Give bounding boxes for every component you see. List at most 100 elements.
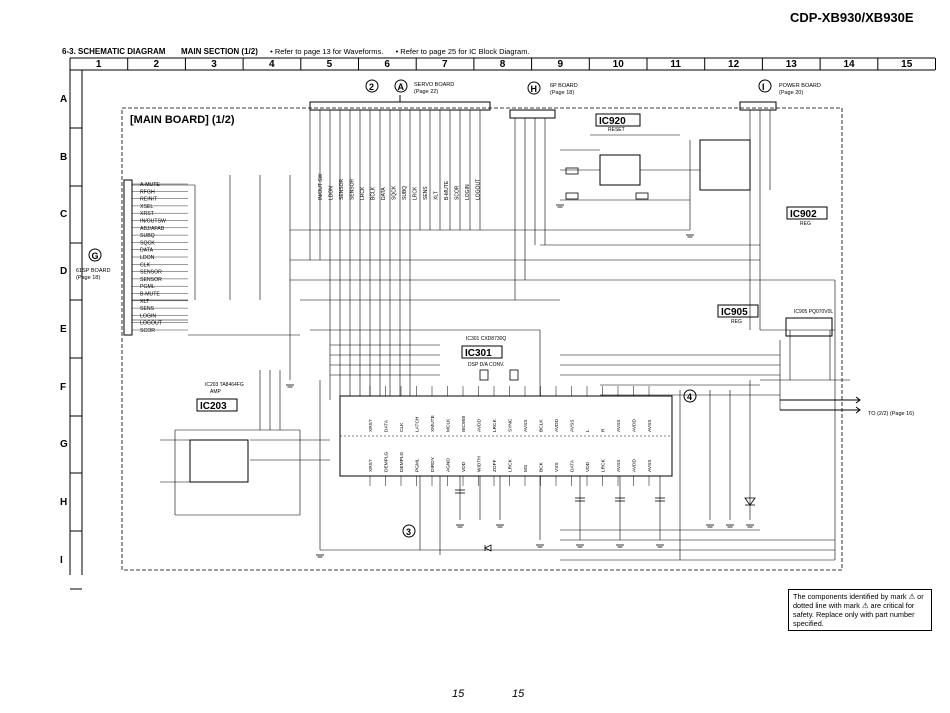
model-title: CDP-XB930/XB930E [790, 10, 914, 25]
ic920-sub: RESET [608, 127, 625, 133]
ic301-body [339, 395, 673, 477]
marker-4-label: 4 [687, 392, 692, 402]
cn-left-signal: B-MUTE [140, 292, 160, 298]
grid-row-label: H [60, 497, 67, 508]
page-number-right: 15 [512, 688, 525, 700]
board-title: [MAIN BOARD] (1/2) [130, 114, 235, 126]
cn-top-signal: DATA [381, 187, 387, 200]
ic301-top-pin: AVSS [570, 420, 576, 432]
marker-2-icon [365, 79, 379, 93]
cn-top-signal: IN/OUT SW [318, 173, 324, 200]
ic301-top-pin: R [601, 428, 607, 432]
ic301-top-pin: LRCK [492, 418, 498, 432]
ic301-bottom-pin: BCK [539, 461, 545, 472]
cn-top-signal: LDON [329, 186, 335, 200]
ic301-bottom-pin: LRCK [601, 458, 607, 472]
ic905-body [785, 317, 833, 337]
ic301-top-pin: SYNC [508, 418, 514, 432]
ic301-bottom-pin: DEMPLG [384, 451, 390, 472]
safety-notice: The components identified by mark ⚠ or d… [788, 589, 932, 631]
ic301-bottom-pin: ZOFF [492, 459, 498, 472]
ic920-label: IC920 [599, 116, 626, 127]
connector-a-icon [394, 79, 408, 93]
cn-top-signal: SUBQ [402, 186, 408, 200]
cn-top-signal: LRCK [413, 186, 419, 200]
connector-h-icon [527, 81, 541, 95]
wiring [132, 110, 850, 561]
cn-top-signal: SENSOR [350, 178, 356, 200]
cn-left-signal: IN/OUTSW [140, 219, 166, 225]
cn-left-signal: CLK [140, 262, 151, 268]
61sp-board-page: (Page 18) [76, 275, 100, 281]
grid-row-label: C [60, 209, 67, 220]
ic301-bottom-pin: XRST [368, 459, 374, 472]
ic203-sub: AMP [210, 389, 222, 395]
ic301-bottom-pin: DEMPLG [399, 451, 405, 472]
cn-left-signal: SCOR [140, 328, 155, 334]
ic301-top-pin: IEC958 [461, 416, 467, 432]
cn-left-signal: LOGOUT [140, 321, 163, 327]
servo-board-page: (Page 22) [414, 89, 438, 95]
ic905-part: IC905 PQ070V0L [794, 309, 833, 315]
grid-col-label: 7 [442, 59, 448, 70]
grid-col-label: 4 [269, 59, 275, 70]
waveform-note: • Refer to page 13 for Waveforms. [270, 47, 384, 56]
61sp-board-name: 61SP BOARD [76, 268, 110, 274]
cn-top-signal: LOGIN [465, 184, 471, 200]
servo-board-name: SERVO BOARD [414, 82, 454, 88]
ic301-top-pin: BCLK [539, 419, 545, 432]
cn-left-signal: REINIT [140, 197, 158, 203]
connector-g-icon [88, 248, 102, 262]
grid-row-label: E [60, 324, 67, 335]
cn-left-signal: XLT [140, 299, 150, 305]
cn-left-signal: LDON [140, 255, 155, 261]
ic203-part: IC203 TA8464FG [205, 382, 244, 388]
ic902-sub: REG [800, 221, 811, 227]
grid-col-label: 3 [211, 59, 217, 70]
components [455, 167, 756, 552]
grid-col-label: 13 [786, 59, 798, 70]
cn-left-signal: DATA [140, 248, 154, 254]
ic301-top-pin: AVSS [523, 420, 529, 432]
frame [69, 57, 935, 575]
ic301-top-pin: AVDD [477, 418, 483, 432]
ic905-label: IC905 [721, 307, 748, 318]
cn-top-signal: LOGOUT [476, 179, 482, 200]
cn-left-signal: SENSOR [140, 277, 162, 283]
ic301-part: IC301 CXD8730Q [466, 336, 506, 342]
cn-top-signal: SQCK [392, 185, 398, 200]
marker-2-label: 2 [369, 82, 374, 92]
ic301-bottom-pin: WIDTH [477, 456, 483, 472]
cn-top-signal: LRCK [360, 186, 366, 200]
grid-row-label: B [60, 152, 67, 163]
grid-col-label: 14 [843, 59, 855, 70]
connector-i-letter: I [762, 82, 765, 92]
ic301-top-pin: XMUTE [430, 415, 436, 432]
ic301-top-pin: AVSS [616, 420, 622, 432]
output-arrows [780, 396, 861, 414]
ic301-bottom-pin: DIRDY [430, 456, 436, 472]
power-board-name: POWER BOARD [779, 83, 821, 89]
ic301-bottom-pin: MS [523, 465, 529, 472]
section-header: 6-3. SCHEMATIC DIAGRAM MAIN SECTION (1/2… [62, 47, 530, 56]
marker-3-icon [402, 524, 416, 538]
grid-row-label: F [60, 382, 66, 393]
subsection-title: MAIN SECTION (1/2) [180, 47, 258, 56]
grid-col-label: 9 [557, 59, 563, 70]
grid-col-label: 15 [901, 59, 913, 70]
ic301-bottom-pin: AVDD [632, 458, 638, 472]
grid-col-label: 11 [670, 59, 681, 70]
section-title: 6-3. SCHEMATIC DIAGRAM [62, 47, 166, 56]
marker-3-label: 3 [406, 527, 411, 537]
cn-top-signal: BCLK [371, 186, 377, 200]
block-diagram-note: • Refer to page 25 for IC Block Diagram. [395, 47, 530, 56]
ic301-top-pin: MCLK [446, 418, 452, 432]
grid-row-label: D [60, 266, 67, 277]
ic301-top-pin: AVDD [554, 418, 560, 432]
ic301-top-pin: AVSS [647, 420, 653, 432]
connector-a-letter: A [398, 82, 405, 92]
ic920-body [599, 154, 641, 186]
main-board-outline [121, 107, 843, 571]
cn-left-signal: RFGH [140, 189, 155, 195]
cn-left-signal: SENS [140, 306, 155, 312]
